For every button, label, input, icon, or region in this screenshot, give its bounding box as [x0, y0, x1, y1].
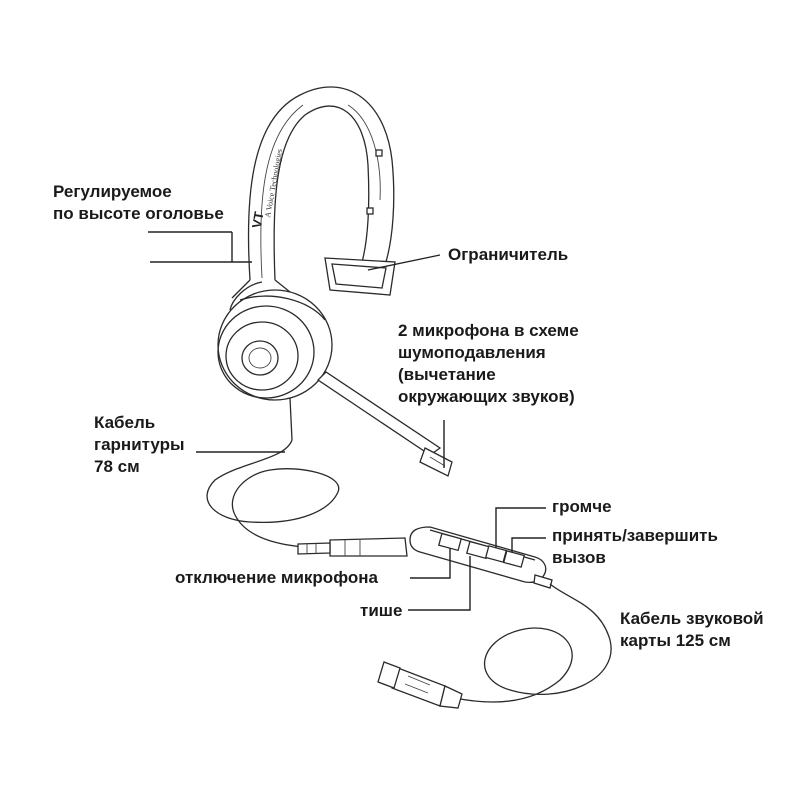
microphone-boom [316, 371, 453, 477]
label-answer-end: принять/завершить вызов [552, 526, 718, 568]
label-headband: Регулируемое по высоте оголовье [53, 182, 224, 224]
leader-lines [148, 231, 546, 611]
inline-control-box [409, 526, 553, 589]
answer-end-button [502, 550, 526, 568]
label-mute: отключение микрофона [175, 568, 378, 587]
limiter-pad [324, 257, 396, 296]
brand-tagline: A Voice Technologies [263, 148, 284, 218]
label-headset-cable: Кабель гарнитуры 78 см [94, 413, 185, 477]
headband [247, 86, 395, 281]
soundcard-cable [377, 583, 612, 709]
headset-cable [206, 439, 408, 557]
label-limiter: Ограничитель [448, 245, 569, 264]
volume-up-button [484, 545, 508, 563]
label-volume-down: тише [360, 601, 403, 620]
brand-logo: VT [249, 210, 267, 229]
label-soundcard-cable: Кабель звуковой карты 125 см [620, 609, 764, 651]
label-volume-up: громче [552, 497, 612, 516]
ear-cup [217, 289, 333, 401]
usb-plug [377, 661, 463, 709]
headset-drawing: VT A Voice Technologies [217, 86, 453, 477]
label-microphones: 2 микрофона в схеме шумоподавления (выче… [398, 321, 579, 407]
mute-button [437, 532, 463, 552]
3.5mm-jack [297, 537, 408, 557]
